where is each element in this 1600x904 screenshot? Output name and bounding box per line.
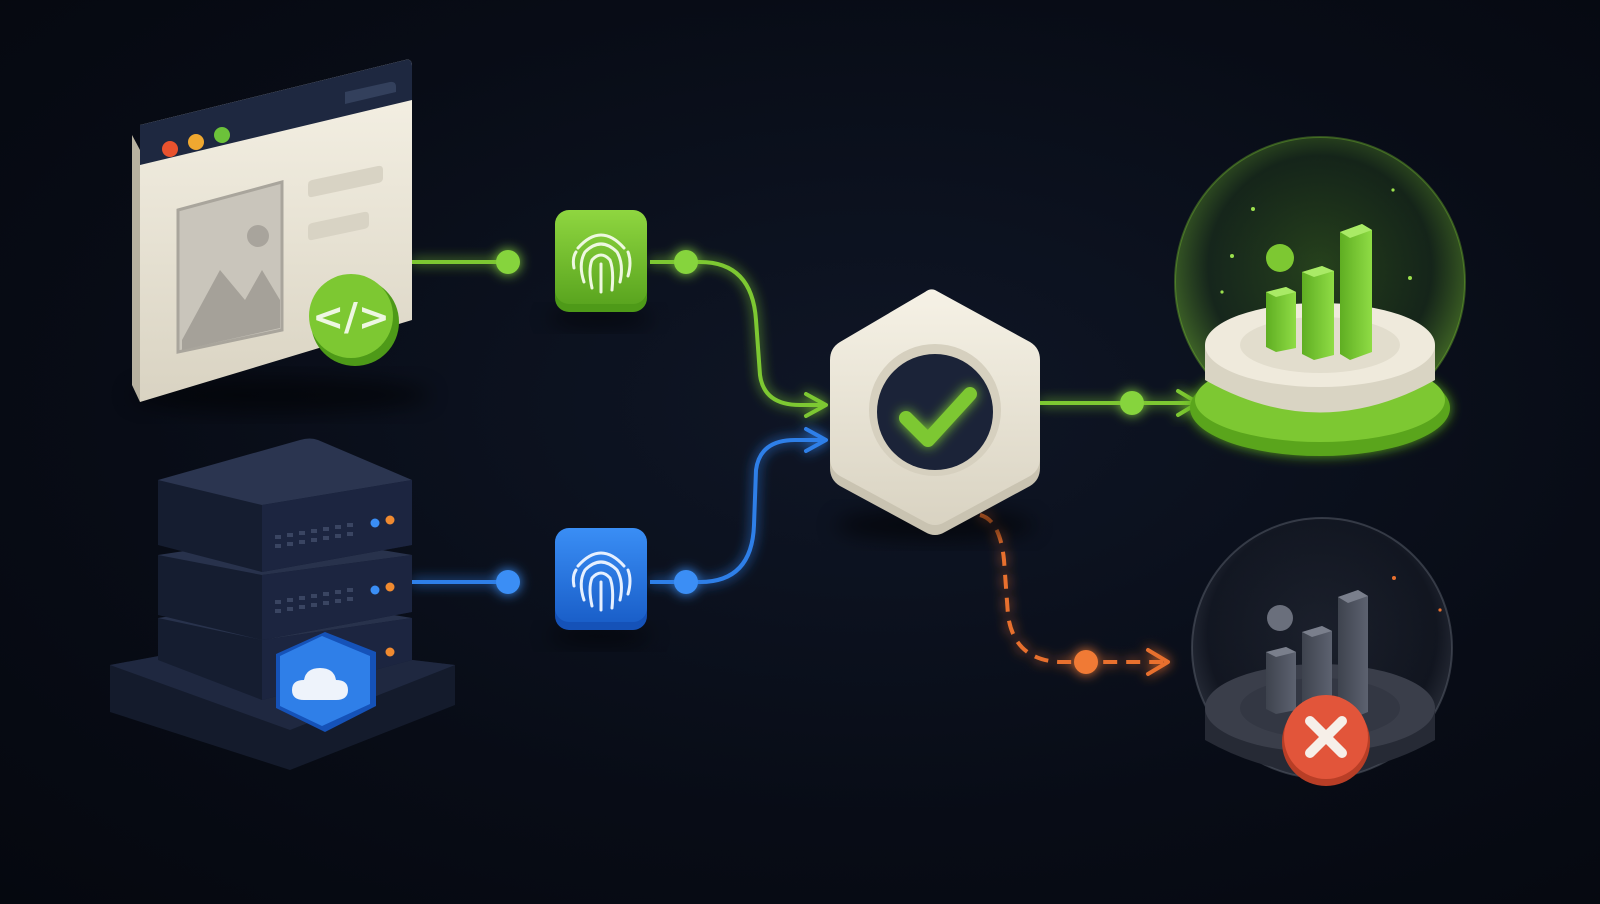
edge-verifier-to-success (1040, 389, 1200, 417)
cloud-shield-icon (276, 632, 376, 732)
window-minimize-dot (188, 134, 204, 150)
window-maximize-dot (214, 127, 230, 143)
edge-web-to-verifier (412, 250, 828, 418)
x-circle-icon (1282, 695, 1370, 786)
web-client-node: </> (130, 59, 430, 413)
checkmark-icon (899, 387, 977, 447)
image-placeholder-icon (176, 180, 284, 354)
fingerprint-icon (571, 233, 632, 294)
window-close-dot (162, 141, 178, 157)
fingerprint-icon (571, 551, 632, 612)
verifier-node (830, 289, 1040, 541)
success-analytics-node (1174, 136, 1466, 456)
auth-tile-blue (548, 528, 652, 646)
edge-server-to-verifier (412, 427, 828, 594)
code-brackets-icon: </> (309, 274, 399, 366)
server-stack-node (110, 438, 455, 770)
edge-verifier-to-failure (979, 513, 1170, 676)
bar-chart-icon (1266, 224, 1372, 360)
svg-text:</>: </> (312, 295, 390, 339)
auth-tile-green (548, 210, 652, 328)
failed-analytics-node (1191, 517, 1453, 786)
server-unit-1 (158, 438, 412, 657)
